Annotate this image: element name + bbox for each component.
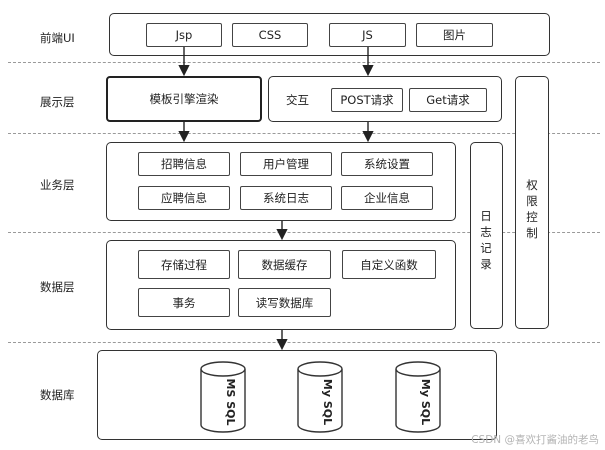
business-item-recruit-info: 招聘信息 xyxy=(138,152,230,176)
permission-control-box xyxy=(515,76,549,329)
layer-label-database: 数据库 xyxy=(40,388,75,402)
data-item-stored-procedure: 存储过程 xyxy=(138,250,230,279)
template-engine-box: 模板引擎渲染 xyxy=(106,76,262,122)
database-label-mysql-1: My SQL xyxy=(321,379,334,425)
frontend-item-css: CSS xyxy=(232,23,308,47)
business-item-system-log: 系统日志 xyxy=(240,186,332,210)
separator-4 xyxy=(8,342,600,343)
data-item-read-write-db: 读写数据库 xyxy=(238,288,331,317)
data-item-transaction: 事务 xyxy=(138,288,230,317)
get-request-box: Get请求 xyxy=(409,88,487,112)
database-cylinder-mysql-1 xyxy=(297,361,343,433)
interaction-label: 交互 xyxy=(286,93,309,107)
layer-label-presentation: 展示层 xyxy=(40,95,75,109)
log-record-label: 日志记录 xyxy=(480,209,492,271)
business-item-company-info: 企业信息 xyxy=(341,186,433,210)
watermark: CSDN @喜欢打酱油的老鸟 xyxy=(471,434,599,446)
layer-label-data: 数据层 xyxy=(40,280,75,294)
separator-2 xyxy=(8,133,600,134)
database-cylinder-mssql xyxy=(200,361,246,433)
separator-3 xyxy=(8,232,600,233)
post-request-box: POST请求 xyxy=(331,88,403,112)
separator-1 xyxy=(8,62,600,63)
database-label-mssql: MS SQL xyxy=(224,379,237,426)
business-item-application-info: 应聘信息 xyxy=(138,186,230,210)
frontend-item-jsp: Jsp xyxy=(146,23,222,47)
database-label-mysql-2: My SQL xyxy=(419,379,432,425)
data-item-data-cache: 数据缓存 xyxy=(238,250,331,279)
layer-label-frontend: 前端UI xyxy=(40,31,75,45)
business-item-system-settings: 系统设置 xyxy=(341,152,433,176)
frontend-item-image: 图片 xyxy=(416,23,493,47)
log-record-box xyxy=(470,142,503,329)
data-item-custom-function: 自定义函数 xyxy=(342,250,436,279)
permission-control-label: 权限控制 xyxy=(526,178,538,240)
layer-label-business: 业务层 xyxy=(40,178,75,192)
business-item-user-management: 用户管理 xyxy=(240,152,332,176)
database-cylinder-mysql-2 xyxy=(395,361,441,433)
frontend-item-js: JS xyxy=(329,23,406,47)
